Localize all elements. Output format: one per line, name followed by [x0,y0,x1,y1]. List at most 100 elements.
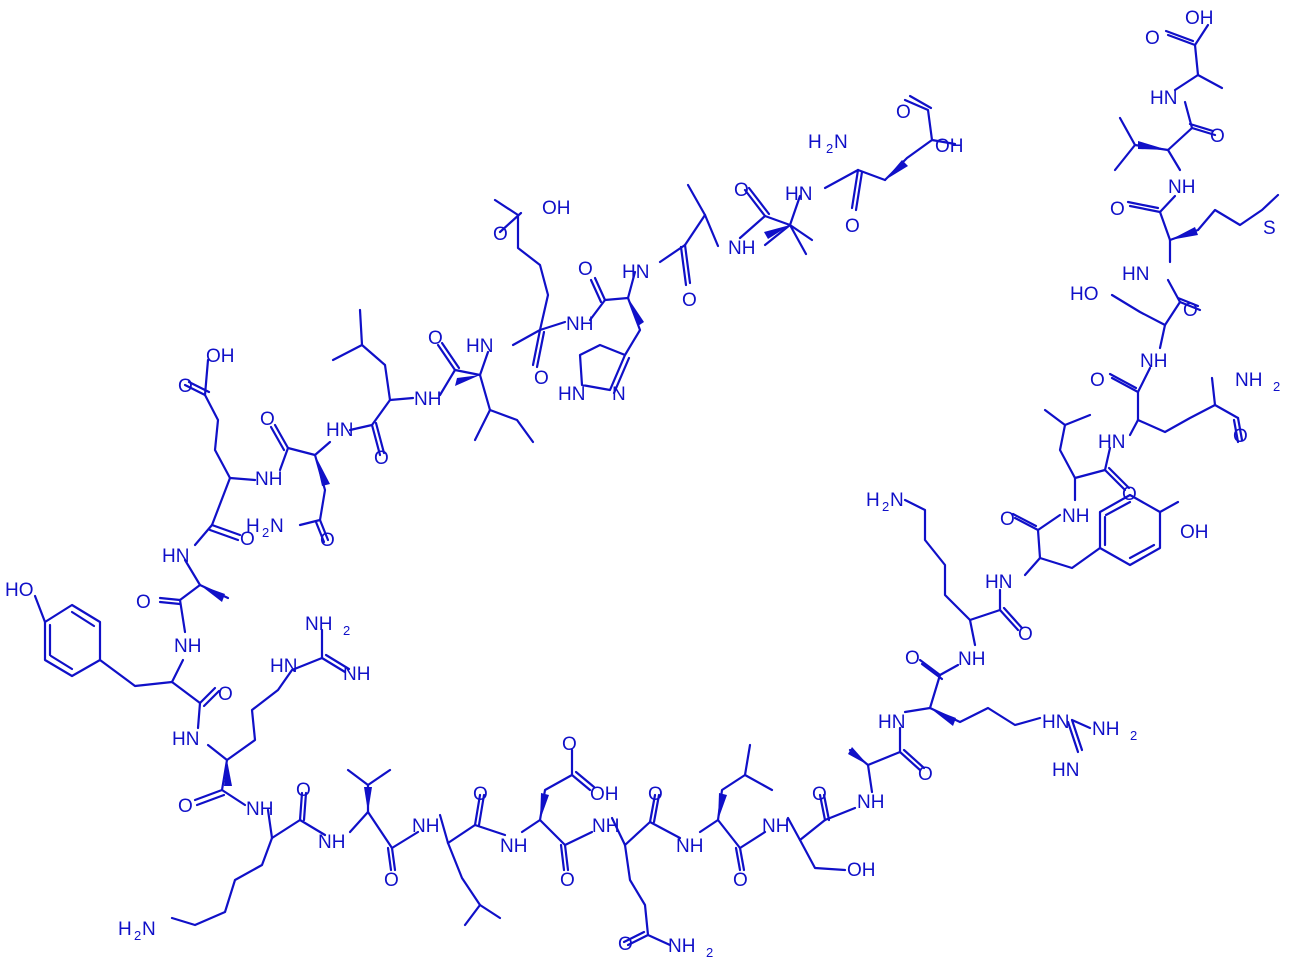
arg12-guanidine-hn: HN [270,656,297,677]
asn8-amide-o: O [320,530,335,551]
gln17-amide-subscript: 2 [706,945,713,960]
lys13-amine-subscript: 2 [134,928,141,943]
val28-carbonyl-o: O [1210,126,1225,147]
ala10-carbonyl-o: O [136,592,151,613]
leu24-nh: NH [1062,506,1089,527]
asp1-amide-o: O [845,216,860,237]
arg12-guanidine-imine: NH [343,664,370,685]
arg12-carbonyl-o: O [178,796,193,817]
asp16-carbonyl-o: O [562,734,577,755]
tyr23-phenol-oh: OH [1180,522,1209,543]
stereo-wedges [200,141,1198,820]
lys22-nh: NH [958,649,985,670]
his4-imidazole-hn: HN [558,384,585,405]
asp16-nh: NH [500,836,527,857]
gln17-amide-o: O [618,934,633,955]
atom-labels: H 2 N O OH O HN O NH O HN O NH HN N O OH… [5,8,1280,960]
asn8-amide-n: N [270,516,284,537]
arg21-carbonyl-o: O [905,648,920,669]
ser26-carbonyl-o: O [1183,300,1198,321]
glu9-acid-oh: OH [206,346,235,367]
gln17-carbonyl-o: O [648,784,663,805]
leu18-carbonyl-o: O [733,870,748,891]
glu5-carbonyl-o: O [493,224,508,245]
asp16-acid-oh: OH [590,784,619,805]
gln25-carbonyl-o: O [1090,370,1105,391]
bond-network [33,23,1280,947]
tyr23-carbonyl-o: O [1000,509,1015,530]
asn8-amide-h2n: H [246,516,260,537]
met27-nh: HN [1122,264,1149,285]
glu5-amide-o: O [534,368,549,389]
ile6-carbonyl-o: O [428,328,443,349]
leu7-nh: NH [414,389,441,410]
his4-carbonyl-o: O [578,259,593,280]
asp1-acid-oh: OH [935,136,964,157]
leu18-nh: NH [676,836,703,857]
gln25-amide-nh2: NH [1235,370,1262,391]
ser19-nh: NH [762,816,789,837]
lys13-amine-h2n: H [118,919,132,940]
lys13-nh: NH [246,799,273,820]
his4-nh: HN [622,262,649,283]
ala20-carbonyl-o: O [918,764,933,785]
lys13-carbonyl-o: O [296,780,311,801]
glu9-nh: NH [255,469,282,490]
glu5-acid-oh: OH [542,198,571,219]
ala10-nh: HN [162,546,189,567]
ala29-carbonyl-o: O [1145,28,1160,49]
arg21-guanidine-hn: HN [1042,712,1069,733]
asp16-amide-o: O [560,870,575,891]
gln25-amide-subscript: 2 [1273,379,1280,394]
arg12-guanidine-nh2: NH [305,614,332,635]
asn8-nh: HN [326,420,353,441]
ala29-nh: HN [1150,88,1177,109]
ile6-nh: HN [466,336,493,357]
arg12-guanidine-subscript: 2 [343,623,350,638]
val14-nh: NH [318,832,345,853]
lys22-amine-h2n: H [866,490,880,511]
tyr11-phenol-ho: HO [5,580,34,601]
tyr23-nh: HN [985,572,1012,593]
n-terminus-amine-n: N [834,132,848,153]
his4-imidazole-n: N [612,384,626,405]
arg12-nh: HN [172,729,199,750]
leu7-carbonyl-o: O [374,448,389,469]
glu9-carbonyl-o: O [178,376,193,397]
met27-sulfur-s: S [1263,218,1276,239]
c-terminus-oh: OH [1185,8,1214,29]
arg21-nh: HN [878,712,905,733]
ala3-nh: NH [728,238,755,259]
ala3-carbonyl-o: O [682,290,697,311]
val2-nh: HN [785,184,812,205]
gln25-nh: HN [1098,432,1125,453]
glu5-nh: NH [566,314,593,335]
ser26-nh: NH [1140,351,1167,372]
ser19-carbonyl-o: O [812,784,827,805]
n-terminus-amine-subscript: 2 [826,141,833,156]
tyr11-nh: NH [174,636,201,657]
lys13-amine-n: N [142,919,156,940]
leu15-nh: NH [412,816,439,837]
val2-carbonyl-o: O [734,180,749,201]
lys22-carbonyl-o: O [1018,624,1033,645]
arg21-guanidine-imine: HN [1052,760,1079,781]
leu24-carbonyl-o: O [1122,484,1137,505]
gln17-amide-nh2: NH [668,936,695,957]
asn8-amide-subscript: 2 [262,525,269,540]
asn8-carbonyl-o: O [260,409,275,430]
gln25-amide-o: O [1233,426,1248,447]
ser19-hydroxyl-oh: OH [847,860,876,881]
tyr11-carbonyl-o: O [218,684,233,705]
asp1-carbonyl-o: O [896,102,911,123]
met27-carbonyl-o: O [1110,199,1125,220]
gln17-nh: NH [592,816,619,837]
lys22-amine-n: N [890,490,904,511]
arg21-guanidine-nh2: NH [1092,719,1119,740]
lys22-amine-subscript: 2 [882,499,889,514]
n-terminus-amine-label: H [808,132,822,153]
val28-nh: NH [1168,177,1195,198]
ala20-nh: NH [857,792,884,813]
